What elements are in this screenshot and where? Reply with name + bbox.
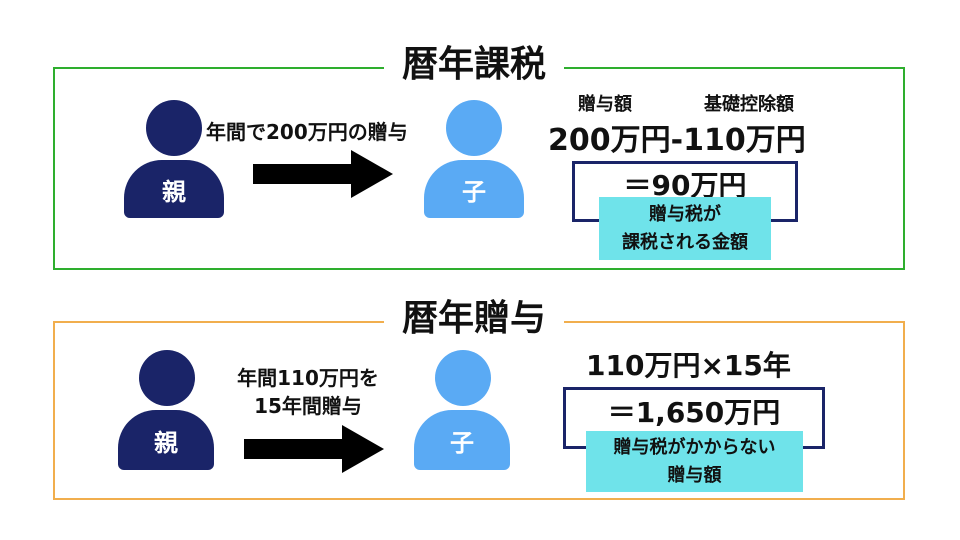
taxed-section-title: 暦年課税: [384, 43, 565, 87]
gift-parent-label: 親: [154, 428, 178, 457]
gift-transfer-line2: 15年間贈与: [254, 394, 362, 418]
taxed-arrow-right-icon: [253, 150, 393, 198]
gift-formula: 110万円×15年: [586, 349, 791, 382]
gift-note-line2: 贈与額: [667, 464, 722, 486]
gift-child-body: 子: [414, 410, 510, 470]
taxed-note-line2: 課税される金額: [622, 231, 748, 253]
gift-note-line1: 贈与税がかからない: [613, 436, 776, 458]
taxed-transfer-label: 年間で200万円の贈与: [206, 120, 408, 144]
gift-transfer-label: 年間110万円を 15年間贈与: [228, 364, 388, 420]
gift-parent-body: 親: [118, 410, 214, 470]
gift-child-label: 子: [450, 428, 474, 457]
taxed-gift-header: 贈与額: [578, 94, 632, 115]
gift-note-box: 贈与税がかからない 贈与額: [586, 431, 803, 492]
gift-parent-person-icon: 親: [118, 350, 214, 470]
taxed-parent-body: 親: [124, 160, 224, 218]
taxed-parent-person-icon: 親: [124, 100, 224, 218]
taxed-result: ＝90万円: [623, 169, 747, 202]
gift-section-title: 暦年贈与: [384, 297, 565, 341]
taxed-note-box: 贈与税が 課税される金額: [599, 197, 771, 260]
gift-parent-head: [139, 350, 195, 406]
gift-result: ＝1,650万円: [607, 396, 781, 429]
taxed-child-head: [446, 100, 502, 156]
gift-arrow-right-icon: [244, 425, 384, 473]
taxed-note-line1: 贈与税が: [649, 203, 721, 225]
gift-child-head: [435, 350, 491, 406]
taxed-formula: 200万円-110万円: [548, 123, 806, 158]
gift-child-person-icon: 子: [414, 350, 510, 470]
taxed-child-label: 子: [462, 177, 486, 206]
gift-transfer-line1: 年間110万円を: [237, 366, 379, 390]
taxed-child-person-icon: 子: [424, 100, 524, 218]
taxed-child-body: 子: [424, 160, 524, 218]
taxed-deduction-header: 基礎控除額: [704, 94, 794, 115]
taxed-parent-head: [146, 100, 202, 156]
taxed-parent-label: 親: [162, 177, 186, 206]
